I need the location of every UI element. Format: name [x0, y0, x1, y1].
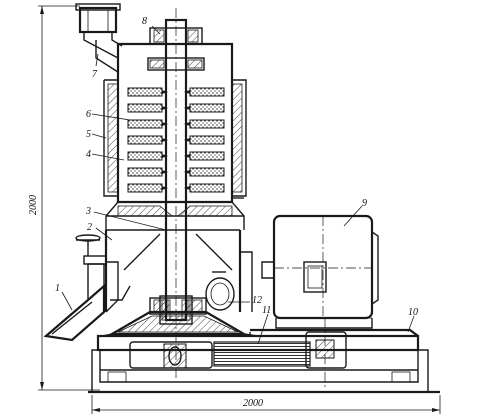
label-4: 4 — [86, 149, 91, 160]
label-7: 7 — [92, 69, 98, 80]
width-dimension-value: 2000 — [243, 398, 263, 409]
height-dimension: 2000 — [28, 5, 100, 391]
label-11: 11 — [262, 305, 271, 316]
main-shaft — [147, 8, 205, 380]
belt-drive — [129, 318, 347, 388]
rotor-discs — [127, 87, 225, 193]
label-9: 9 — [362, 198, 367, 209]
label-2: 2 — [87, 222, 92, 233]
label-1: 1 — [55, 283, 60, 294]
label-6: 6 — [86, 109, 91, 120]
label-8: 8 — [142, 16, 147, 27]
label-3: 3 — [85, 206, 91, 217]
base-frame — [88, 334, 440, 394]
motor-base — [249, 328, 419, 337]
main-body — [104, 229, 253, 312]
height-dimension-value: 2000 — [28, 195, 39, 215]
width-dimension: 2000 — [91, 395, 441, 414]
lower-housing — [101, 297, 259, 337]
label-5: 5 — [86, 129, 91, 140]
inlet-hopper — [75, 3, 123, 73]
part-labels: 1 2 3 4 5 6 7 8 9 10 11 12 — [55, 16, 418, 345]
electric-motor — [261, 214, 379, 329]
feed-chute — [43, 234, 119, 342]
label-10: 10 — [408, 307, 418, 318]
label-12: 12 — [252, 295, 262, 306]
upper-housing — [103, 42, 247, 230]
